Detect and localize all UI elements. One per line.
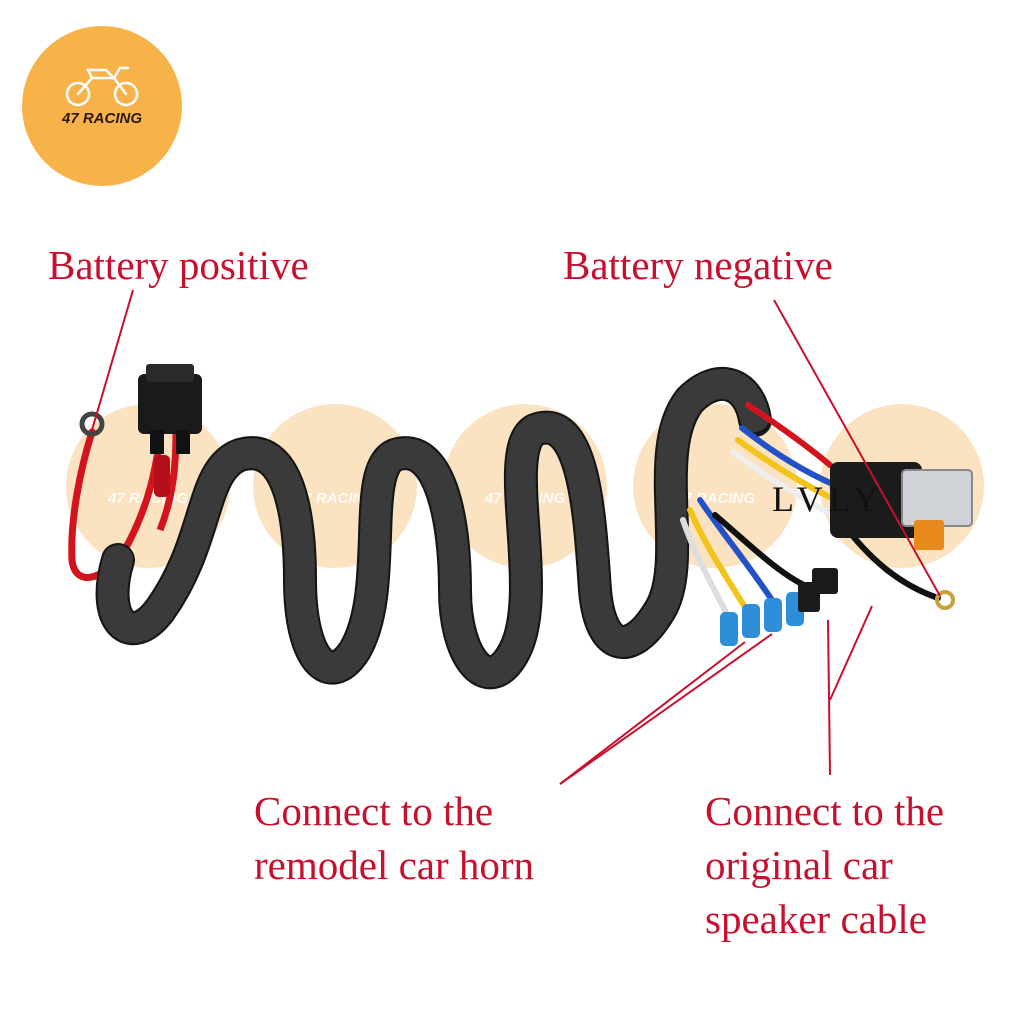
leader-speaker-2 xyxy=(829,605,873,701)
relay xyxy=(830,462,973,550)
white-horn-wire xyxy=(680,517,733,623)
label-battery-positive: Battery positive xyxy=(48,242,309,288)
ring-terminal-negative xyxy=(935,590,955,610)
leader-battery-positive xyxy=(91,289,134,431)
blue-relay-wire xyxy=(739,425,838,488)
yellow-relay-wire xyxy=(735,437,838,503)
leader-horn-1 xyxy=(559,641,746,785)
fuse-holder xyxy=(138,364,202,454)
label-horn: Connect to the remodel car horn xyxy=(254,784,534,892)
white-relay-wire xyxy=(730,449,836,518)
watermark-text: 47 RACING xyxy=(294,490,376,507)
watermark-text: 47 RACING xyxy=(674,490,756,507)
label-speaker-line-3: speaker cable xyxy=(705,896,927,942)
motorcycle-icon xyxy=(65,66,139,107)
logo-text: 47 RACING xyxy=(61,110,143,127)
ring-terminal-positive xyxy=(79,411,105,437)
label-speaker: Connect to the original car speaker cabl… xyxy=(705,784,944,946)
racing-logo: 47 RACING xyxy=(22,26,182,186)
leader-battery-negative xyxy=(773,299,941,597)
leader-speaker-1 xyxy=(827,619,831,776)
red-fuse-wire xyxy=(156,431,180,532)
label-horn-line-2: remodel car horn xyxy=(254,842,535,888)
label-speaker-line-2: original car xyxy=(705,842,893,888)
leader-horn-2 xyxy=(559,633,773,785)
red-positive-wire xyxy=(68,428,164,581)
blue-horn-wire xyxy=(697,497,775,603)
red-relay-wire xyxy=(745,402,833,468)
label-battery-negative: Battery negative xyxy=(563,242,833,288)
horn-spade-terminals xyxy=(720,592,804,646)
label-speaker-line-1: Connect to the xyxy=(705,788,945,834)
red-sleeve xyxy=(154,455,170,497)
label-horn-line-1: Connect to the xyxy=(254,788,494,834)
speaker-connectors xyxy=(798,568,838,612)
brand-mark: LVLY xyxy=(772,479,886,519)
yellow-horn-wire xyxy=(687,507,751,615)
